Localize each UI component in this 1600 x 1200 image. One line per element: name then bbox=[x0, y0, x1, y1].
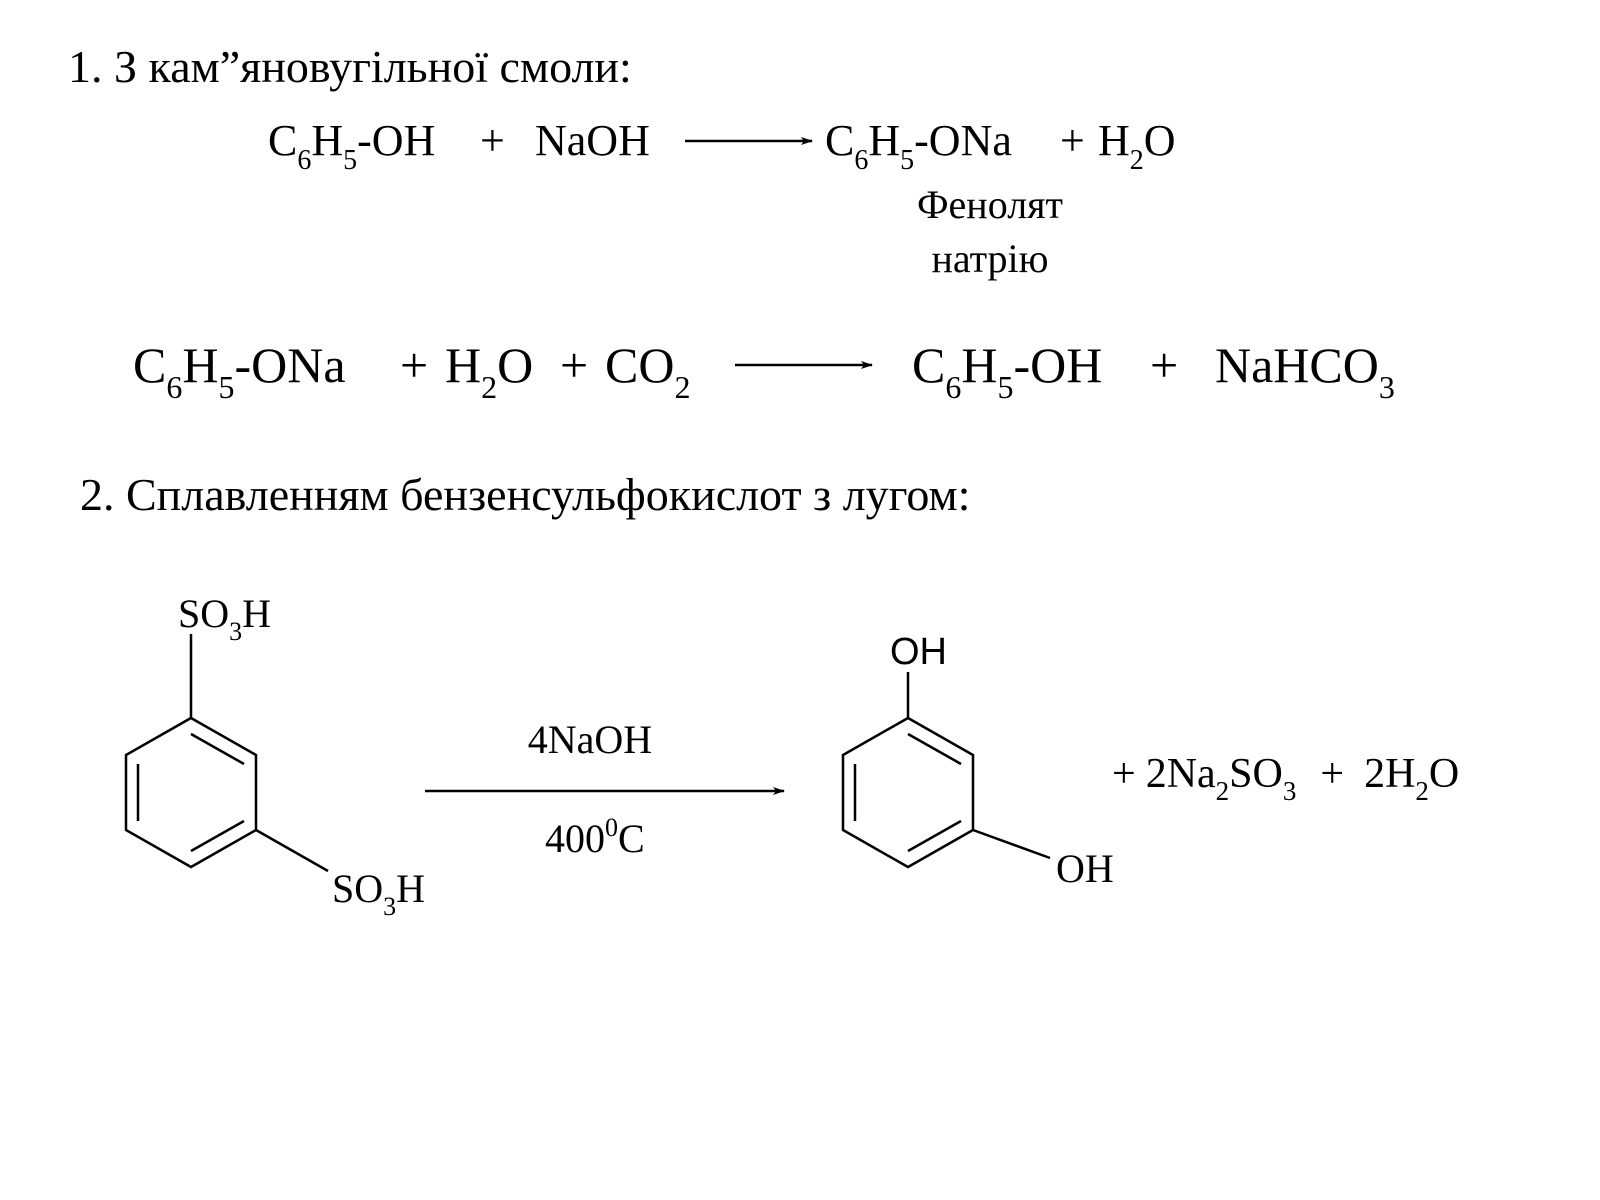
r1-plus-1: + bbox=[480, 116, 505, 165]
r2-reactant-phenolate: C6H5-ONa bbox=[133, 337, 346, 405]
reactant-benzene-ring bbox=[124, 634, 329, 873]
reaction-3: SO3H SO3H 4NaOH 4000C OH OH +2Na2SO3+2H2… bbox=[124, 591, 1459, 921]
r2-plus-1: + bbox=[400, 337, 428, 393]
r1-plus-2: + bbox=[1060, 116, 1085, 165]
r1-product-water: H2O bbox=[1098, 116, 1176, 176]
r1-reactant-naoh: NaOH bbox=[535, 116, 650, 165]
heading-1: 1. З кам”яновугільної смоли: bbox=[68, 41, 632, 92]
product-side-oh: OH bbox=[1056, 846, 1114, 891]
r2-reactant-water: H2O bbox=[445, 337, 533, 405]
reagent-above-arrow: 4NaOH bbox=[528, 717, 652, 762]
r1-product-name-line-1: Фенолят bbox=[917, 182, 1063, 227]
product-top-oh: OH bbox=[890, 631, 947, 673]
byproducts: +2Na2SO3+2H2O bbox=[1112, 751, 1459, 806]
condition-below-arrow: 4000C bbox=[545, 813, 645, 861]
r1-product-phenolate: C6H5-ONa bbox=[825, 116, 1012, 176]
reactant-top-so3h: SO3H bbox=[178, 591, 271, 646]
reaction-2: C6H5-ONa + H2O + CO2 C6H5-OH + NaHCO3 bbox=[133, 337, 1395, 405]
r2-reactant-co2: CO2 bbox=[605, 337, 690, 405]
product-benzene-ring bbox=[841, 672, 1051, 869]
r2-plus-3: + bbox=[1150, 337, 1178, 393]
reactant-side-so3h: SO3H bbox=[332, 866, 425, 921]
r1-reactant-phenol: C6H5-OH bbox=[268, 116, 435, 176]
heading-2: 2. Сплавленням бензенсульфокислот з луго… bbox=[80, 469, 970, 520]
r2-plus-2: + bbox=[560, 337, 588, 393]
r2-product-phenol: C6H5-OH bbox=[912, 337, 1102, 405]
r2-product-nahco3: NaHCO3 bbox=[1215, 337, 1395, 405]
r1-product-name-line-2: натрію bbox=[931, 236, 1048, 281]
reaction-1: C6H5-OH + NaOH C6H5-ONa + H2O Фенолят на… bbox=[268, 116, 1176, 281]
